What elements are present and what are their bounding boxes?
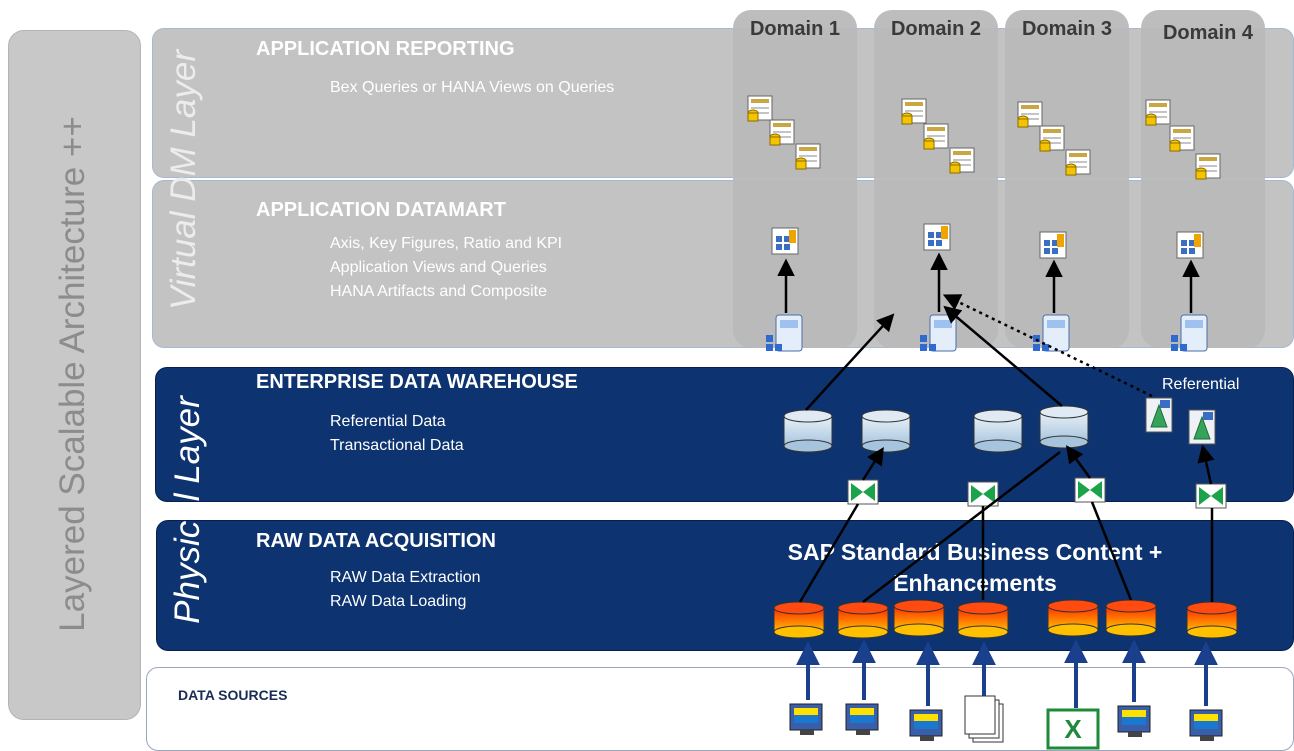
raw-title: RAW DATA ACQUISITION <box>256 530 496 552</box>
raw-description: RAW Data Extraction RAW Data Loading <box>330 566 481 614</box>
edw-cylinder <box>783 409 833 453</box>
raw-cylinder <box>1186 601 1238 639</box>
flow-line <box>798 503 860 603</box>
source-system-icon <box>1117 705 1151 737</box>
domain-3-composite-provider-icon <box>1039 231 1067 259</box>
raw-cylinder <box>837 601 889 639</box>
edw-cylinder <box>861 409 911 453</box>
side-banner <box>8 30 141 720</box>
domain-2-calculation-view-icon <box>920 314 957 352</box>
domain-2-label: Domain 2 <box>890 18 982 40</box>
source-system-icon <box>909 709 943 741</box>
datamart-line: Application Views and Queries <box>330 259 547 276</box>
raw-cylinder <box>773 601 825 639</box>
reporting-title: APPLICATION REPORTING <box>256 38 515 60</box>
data-sources-title: DATA SOURCES <box>178 687 288 703</box>
flat-file-icon <box>964 695 1004 743</box>
transformation-icon <box>1195 483 1227 509</box>
domain-4-composite-provider-icon <box>1176 231 1204 259</box>
domain-1-query-stack-icon <box>747 95 821 170</box>
domain-3-column <box>1005 10 1129 348</box>
domain-3-label: Domain 3 <box>1021 18 1113 40</box>
datamart-line: Axis, Key Figures, Ratio and KPI <box>330 235 563 252</box>
info-object-icon <box>1188 409 1216 445</box>
raw-to-edw-flow-lines <box>798 444 1215 603</box>
referential-label: Referential <box>1162 376 1240 393</box>
flow-line <box>1065 445 1092 479</box>
flow-line <box>861 447 884 481</box>
domain-calc-to-composite-arrows <box>777 252 1200 313</box>
domain-3-calculation-view-icon <box>1033 314 1070 352</box>
domain-1-column <box>733 10 857 348</box>
referential-dotted-line <box>942 294 1153 398</box>
flow-line <box>805 313 895 411</box>
raw-cylinder <box>957 601 1009 639</box>
raw-line: RAW Data Loading <box>330 593 467 610</box>
flow-line <box>862 451 1061 603</box>
edw-cylinders <box>783 405 1089 453</box>
edw-cylinder <box>1039 405 1089 449</box>
raw-cylinders <box>773 599 1238 639</box>
info-object-icon <box>1145 397 1173 433</box>
transformation-icon <box>1074 477 1106 503</box>
domain-1-label: Domain 1 <box>749 18 841 40</box>
svg-text:X: X <box>1064 714 1082 744</box>
edw-cylinder <box>973 409 1023 453</box>
domain-2-column <box>874 10 998 348</box>
edw-line: Referential Data <box>330 413 446 430</box>
raw-layer-panel <box>156 520 1294 651</box>
domain-1-composite-provider-icon <box>771 227 799 255</box>
datamart-title: APPLICATION DATAMART <box>256 199 506 221</box>
reporting-description: Bex Queries or HANA Views on Queries <box>330 76 614 100</box>
transformation-icon <box>847 479 879 505</box>
domain-4-query-stack-icon <box>1145 99 1221 180</box>
raw-cylinder <box>893 599 945 637</box>
source-system-icon <box>845 703 879 735</box>
edw-title: ENTERPRISE DATA WAREHOUSE <box>256 371 578 393</box>
domain-1-calculation-view-icon <box>766 314 803 352</box>
datamart-line: HANA Artifacts and Composite <box>330 283 547 300</box>
flow-line <box>1090 501 1133 601</box>
domain-4-calculation-view-icon <box>1171 314 1208 352</box>
sap-business-content-label: SAP Standard Business Content + Enhancem… <box>787 539 1163 596</box>
flow-line <box>1197 444 1215 485</box>
domain-3-query-stack-icon <box>1017 101 1091 176</box>
raw-line: RAW Data Extraction <box>330 569 481 586</box>
datamart-description: Axis, Key Figures, Ratio and KPI Applica… <box>330 232 562 304</box>
domain-2-query-stack-icon <box>901 98 975 174</box>
data-sources-panel <box>146 667 1294 751</box>
domain-2-composite-provider-icon <box>923 223 951 251</box>
raw-cylinder <box>1047 599 1099 637</box>
edw-description: Referential Data Transactional Data <box>330 410 464 458</box>
excel-icon: X <box>1046 708 1100 750</box>
raw-cylinder <box>1105 599 1157 637</box>
edw-to-virtual-flow-lines <box>805 294 1153 411</box>
source-to-raw-arrows <box>796 639 1218 708</box>
domain-4-label: Domain 4 <box>1162 22 1254 44</box>
reporting-line: Bex Queries or HANA Views on Queries <box>330 79 615 96</box>
edw-line: Transactional Data <box>330 437 464 454</box>
source-system-icon <box>789 703 823 735</box>
source-system-icon <box>1189 709 1223 741</box>
flow-line <box>943 305 1063 407</box>
